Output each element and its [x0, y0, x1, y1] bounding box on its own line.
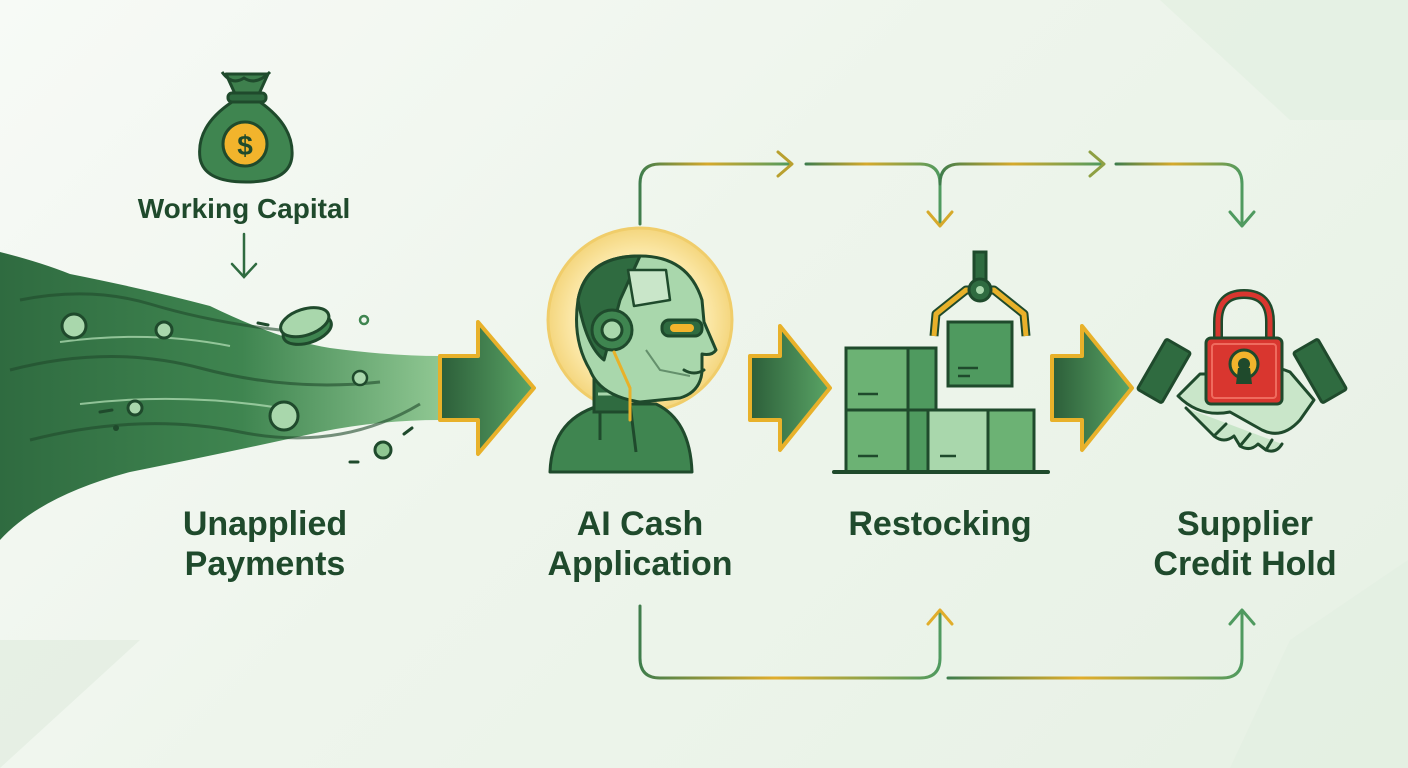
- robotic-claw-icon: [929, 250, 1031, 388]
- flow-arrow: [748, 324, 832, 452]
- bottom-flow-arrowheads: [926, 608, 1256, 626]
- down-arrow: [230, 232, 258, 279]
- ai-cash-application-label-line2: Application: [547, 545, 733, 583]
- supplier-credit-hold-label: Supplier Credit Hold: [1110, 504, 1380, 584]
- padlock-icon: [1204, 288, 1284, 406]
- money-bag-icon: $: [198, 70, 294, 184]
- ai-cash-application-label: AI Cash Application: [510, 504, 770, 584]
- flow-arrow: [1050, 324, 1134, 452]
- stacked-boxes-icon: [832, 346, 1050, 474]
- svg-text:$: $: [237, 130, 253, 161]
- padlock-handshake-icon: [1136, 288, 1348, 453]
- bg-facet: [0, 640, 140, 768]
- cash-stream-icon: [0, 252, 440, 540]
- restocking-label: Restocking: [848, 505, 1032, 543]
- coin-icon: [279, 306, 333, 346]
- unapplied-payments-label-line1: Unapplied: [182, 505, 348, 543]
- supplier-credit-hold-label-line1: Supplier: [1176, 505, 1314, 543]
- bottom-flow-path: [638, 604, 1244, 680]
- supplier-credit-hold-label-line2: Credit Hold: [1153, 545, 1337, 583]
- bg-facet: [1230, 560, 1408, 768]
- top-flow-path: [638, 162, 1244, 226]
- ai-cash-application-label-line1: AI Cash: [576, 505, 704, 543]
- working-capital-label: Working Capital: [137, 193, 351, 224]
- unapplied-payments-label: Unapplied Payments: [130, 504, 400, 584]
- bg-facet: [1160, 0, 1408, 120]
- flow-arrow: [438, 320, 536, 456]
- ai-robot-head-icon: [546, 226, 734, 474]
- unapplied-payments-label-line2: Payments: [184, 545, 346, 583]
- top-flow-arrowheads: [776, 150, 1256, 228]
